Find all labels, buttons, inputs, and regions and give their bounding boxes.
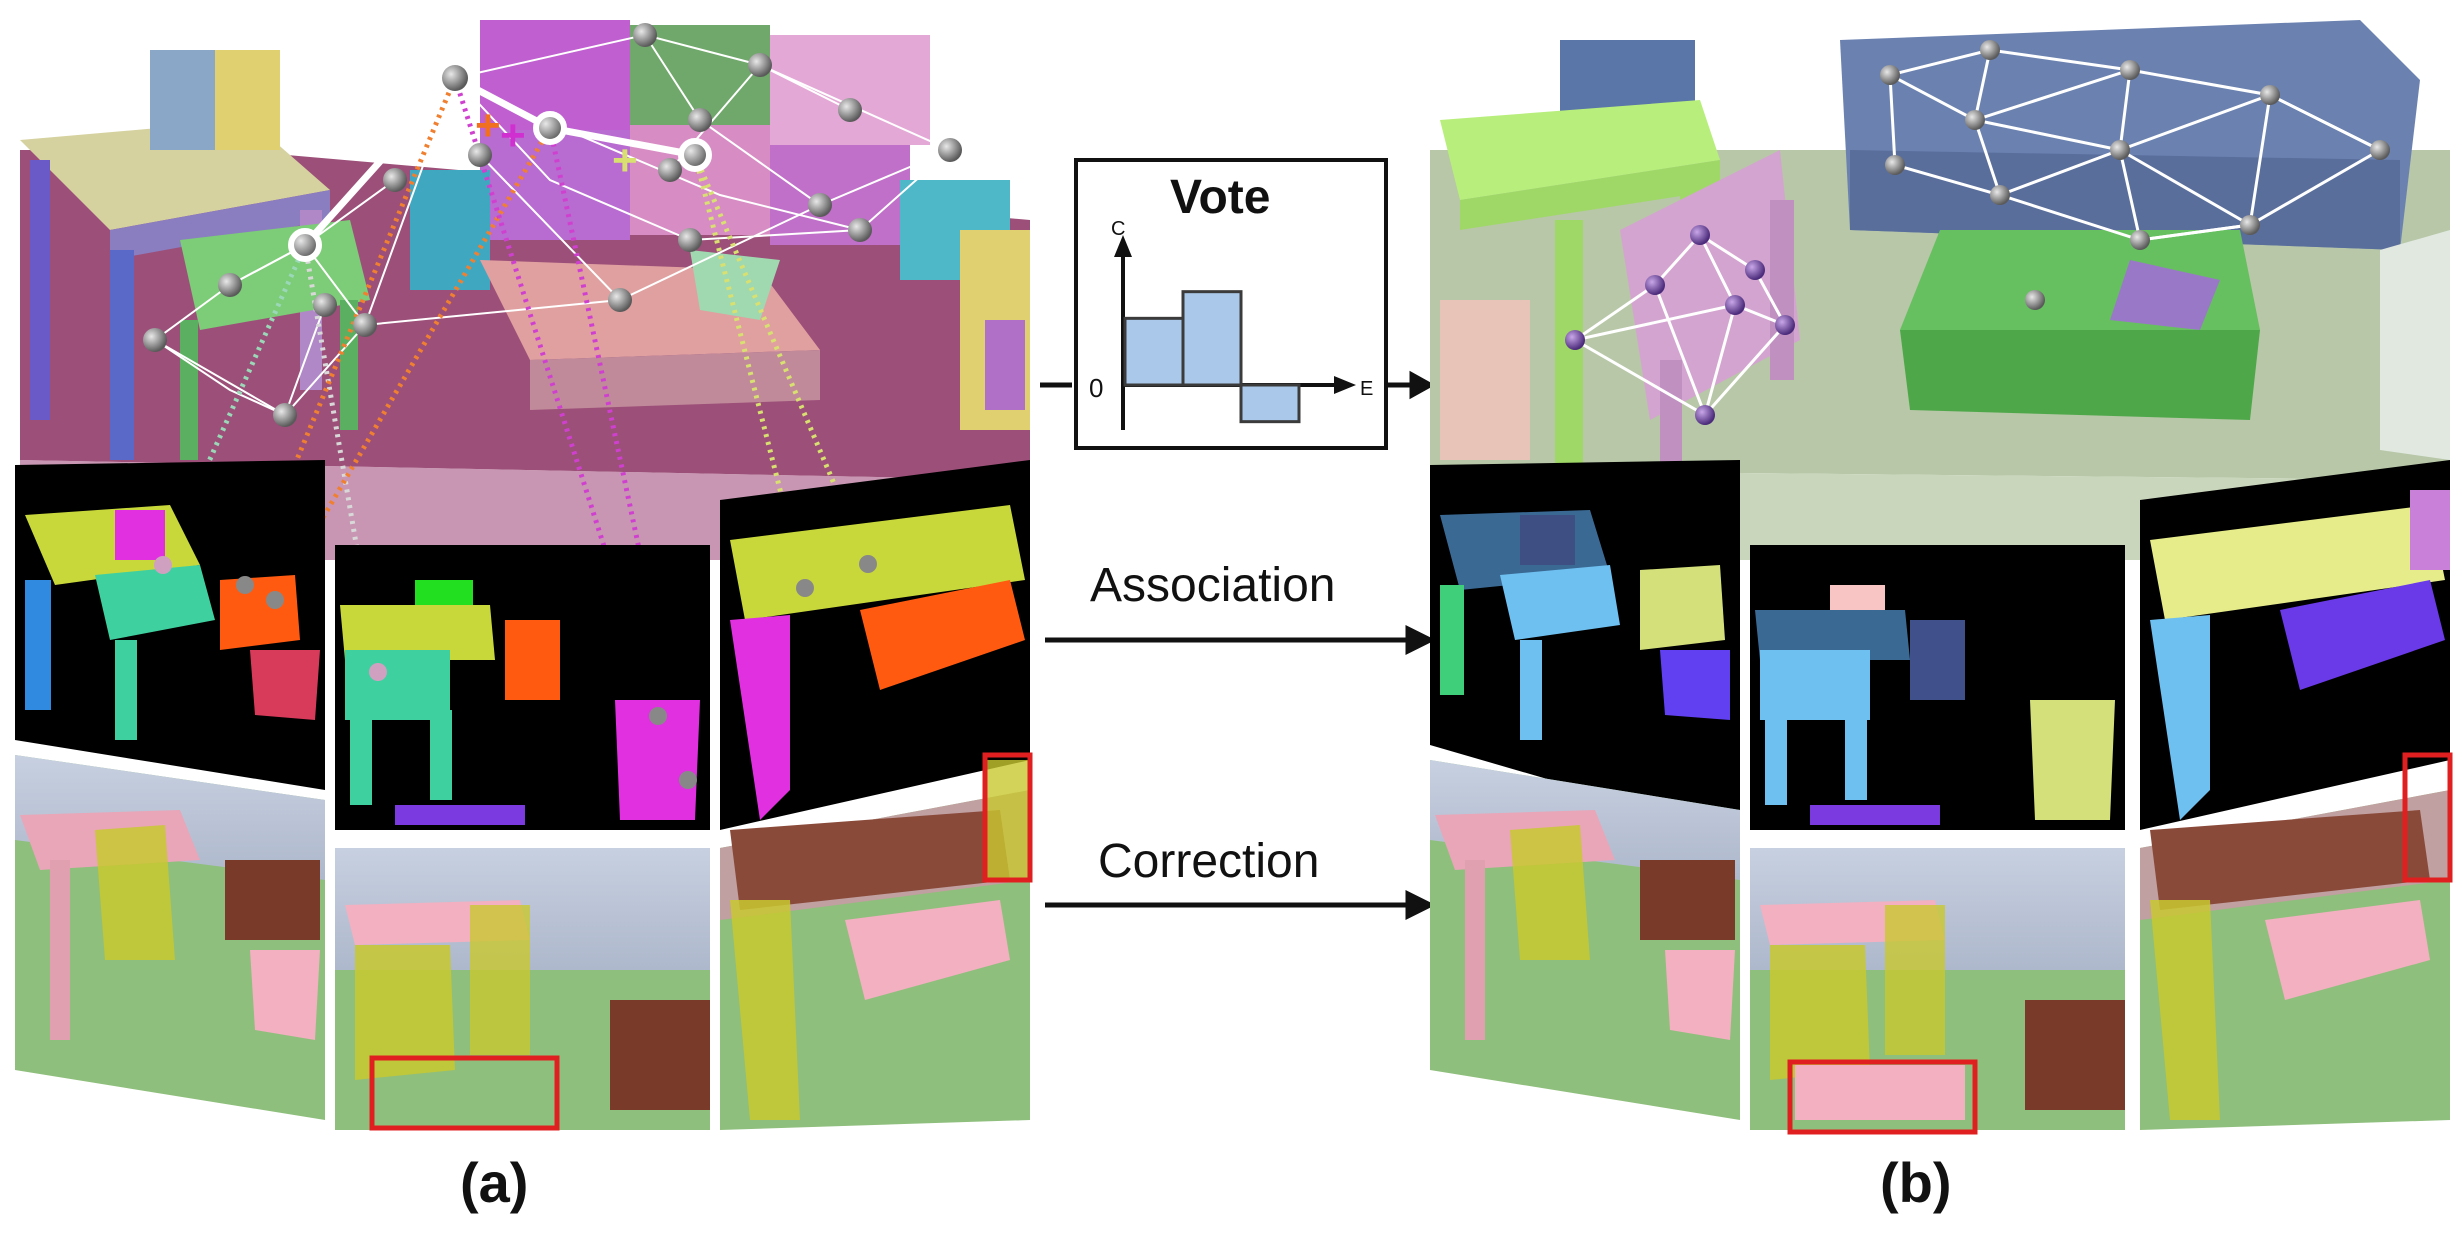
vote-origin-label: 0 [1089,373,1103,403]
vote-bar-2 [1181,290,1243,387]
vote-y-label: C [1111,218,1125,240]
vote-label: Vote [1170,171,1271,224]
panel-b [1430,20,2453,1135]
correction-label: Correction [1098,835,1320,888]
red-box-a1 [369,1055,560,1131]
arrows [1040,370,1436,921]
rgb-row-right [1430,752,2453,1135]
chair-pink-right [1620,150,1800,420]
caption-b: (b) [1880,1151,1952,1214]
scene-graph-heavy-left [302,73,696,248]
red-box-b1 [1787,1059,1978,1135]
arrow-vote-head [1409,370,1436,400]
association-label: Association [1090,559,1336,612]
red-box-a2 [982,752,1033,883]
vote-y-arrowhead [1114,235,1132,257]
svg-text:+: + [612,136,638,185]
arrow-correction-head [1405,889,1436,921]
mask-row-right [1430,460,2450,835]
caption-a: (a) [460,1151,529,1214]
mask-row-left [15,460,1030,830]
vote-x-arrowhead [1334,376,1356,394]
vote-x-label: E [1360,378,1373,400]
rgb-row-left [15,752,1033,1131]
arrow-association-head [1405,624,1436,656]
mask-points-left [154,555,877,789]
svg-text:+: + [475,101,501,150]
panel-a: + + + [15,20,1033,1131]
vote-bar-3 [1239,383,1301,424]
graph-nodes-left [143,23,962,427]
vote-chart: C E 0 [1089,218,1373,430]
red-box-b2 [2402,752,2453,883]
table-right [1440,100,1720,200]
scene-3d-left [20,20,1030,560]
plus-markers: + + + [475,101,638,185]
vote-bar-1 [1123,316,1185,387]
svg-text:+: + [500,111,526,160]
graph-nodes-right [1565,40,2390,425]
sofa-left [410,20,1010,290]
